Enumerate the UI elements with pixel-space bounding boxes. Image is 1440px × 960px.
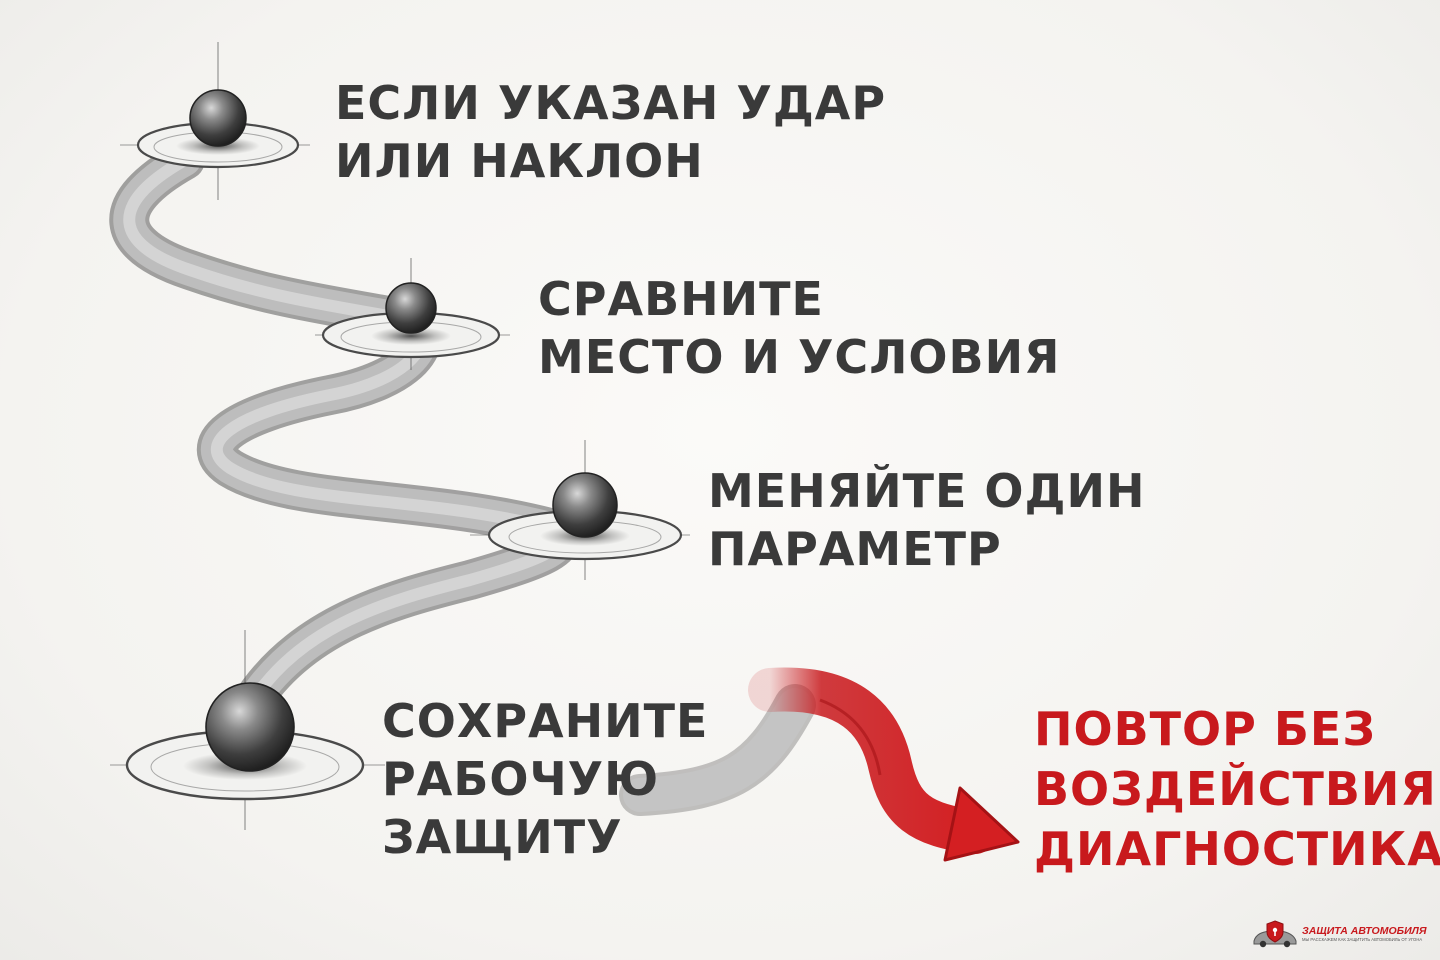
step-2-line-2: МЕСТО И УСЛОВИЯ [538, 330, 1061, 384]
milestone-sphere-icon [385, 282, 437, 334]
step-1-line-2: ИЛИ НАКЛОН [335, 134, 704, 188]
milestone-1 [120, 42, 310, 200]
step-3-line-1: МЕНЯЙТЕ ОДИН [708, 464, 1146, 518]
brand-logo: ЗАЩИТА АВТОМОБИЛЯ МЫ РАССКАЖЕМ КАК ЗАЩИТ… [1252, 914, 1430, 954]
step-4-line-1: СОХРАНИТЕ [382, 694, 709, 748]
car-shield-logo-icon [1253, 920, 1297, 948]
step-1-line-1: ЕСЛИ УКАЗАН УДАР [335, 76, 887, 130]
logo-text: ЗАЩИТА АВТОМОБИЛЯ МЫ РАССКАЖЕМ КАК ЗАЩИТ… [1302, 926, 1427, 943]
logo-tagline: МЫ РАССКАЖЕМ КАК ЗАЩИТИТЬ АВТОМОБИЛЬ ОТ … [1302, 937, 1423, 943]
final-line-3: ДИАГНОСТИКА [1034, 822, 1440, 876]
arrow-tail [619, 684, 816, 816]
winding-path [109, 140, 580, 725]
milestone-4 [110, 630, 385, 830]
final-step-label: ПОВТОР БЕЗ ВОЗДЕЙСТВИЯ – ДИАГНОСТИКА [1034, 699, 1440, 879]
milestone-2 [315, 258, 510, 370]
milestone-sphere-icon [189, 89, 247, 147]
milestone-sphere-icon [552, 472, 618, 538]
step-2-line-1: СРАВНИТЕ [538, 272, 824, 326]
step-1-label: ЕСЛИ УКАЗАН УДАР ИЛИ НАКЛОН [335, 74, 886, 190]
final-line-2: ВОЗДЕЙСТВИЯ – [1034, 762, 1440, 816]
milestone-3 [470, 440, 690, 580]
step-4-label: СОХРАНИТЕ РАБОЧУЮ ЗАЩИТУ [382, 692, 708, 866]
red-arrow-icon [748, 667, 1020, 862]
logo-title: ЗАЩИТА АВТОМОБИЛЯ [1302, 924, 1427, 937]
milestone-sphere-icon [205, 682, 295, 772]
step-4-line-2: РАБОЧУЮ [382, 752, 660, 806]
final-line-1: ПОВТОР БЕЗ [1034, 702, 1377, 756]
step-3-line-2: ПАРАМЕТР [708, 522, 1002, 576]
step-2-label: СРАВНИТЕ МЕСТО И УСЛОВИЯ [538, 270, 1060, 386]
step-4-line-3: ЗАЩИТУ [382, 810, 623, 864]
step-3-label: МЕНЯЙТЕ ОДИН ПАРАМЕТР [708, 462, 1146, 578]
